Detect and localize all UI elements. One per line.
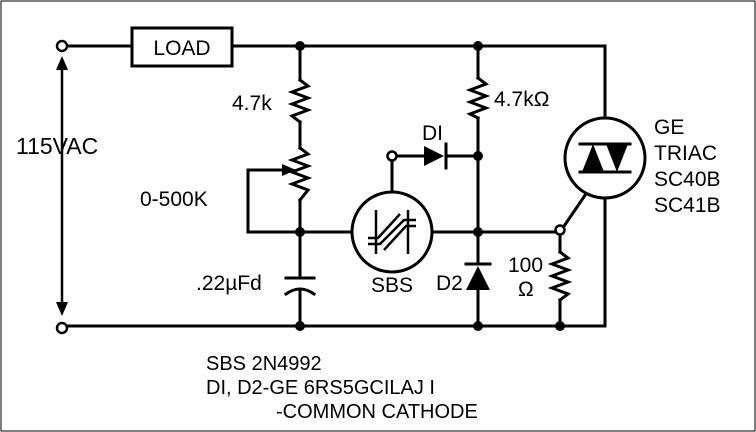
triac-label-line-2: TRIAC bbox=[654, 142, 717, 165]
triac-device bbox=[563, 116, 647, 200]
resistor-4-7k bbox=[287, 77, 313, 125]
note-line-1: SBS 2N4992 bbox=[206, 353, 322, 375]
junctions bbox=[295, 41, 565, 331]
sbs-device bbox=[350, 190, 434, 274]
resistor-4-7k-ohm-label: 4.7kΩ bbox=[494, 88, 549, 111]
resistor-100-unit: Ω bbox=[518, 278, 534, 301]
gate-terminal bbox=[554, 224, 566, 236]
diode-d2 bbox=[464, 262, 492, 290]
note-line-2: DI, D2-GE 6RS5GCILAJ I bbox=[206, 377, 435, 399]
terminal-top[interactable] bbox=[55, 39, 69, 53]
sbs-label: SBS bbox=[371, 274, 413, 297]
resistor-4-7k-ohm bbox=[465, 75, 491, 121]
diode-d1 bbox=[424, 142, 448, 170]
diode-d1-label: DI bbox=[422, 122, 443, 145]
capacitor-label: .22µFd bbox=[196, 272, 262, 295]
triac-label-line-4: SC41B bbox=[654, 194, 721, 217]
source-label: 115VAC bbox=[16, 133, 98, 159]
load-label: LOAD bbox=[153, 37, 210, 60]
terminal-bottom[interactable] bbox=[55, 321, 69, 335]
resistor-100-label: 100 bbox=[508, 254, 543, 277]
source-arrow-down bbox=[56, 302, 68, 316]
source-arrow-up bbox=[56, 56, 68, 70]
potentiometer-0-500k bbox=[287, 145, 313, 203]
load-component: LOAD bbox=[130, 26, 234, 68]
wires bbox=[60, 44, 607, 328]
note-line-3: -COMMON CATHODE bbox=[276, 401, 478, 423]
d1-terminal bbox=[386, 150, 398, 162]
triac-label-line-1: GE bbox=[654, 116, 684, 139]
pot-wiper-arrow bbox=[282, 164, 296, 176]
triac-label-line-3: SC40B bbox=[654, 168, 721, 191]
resistor-100-ohm bbox=[547, 249, 573, 303]
resistor-4-7k-label: 4.7k bbox=[232, 92, 272, 115]
capacitor bbox=[283, 276, 317, 297]
potentiometer-label: 0-500K bbox=[140, 188, 208, 211]
diode-d2-label: D2 bbox=[436, 272, 463, 295]
